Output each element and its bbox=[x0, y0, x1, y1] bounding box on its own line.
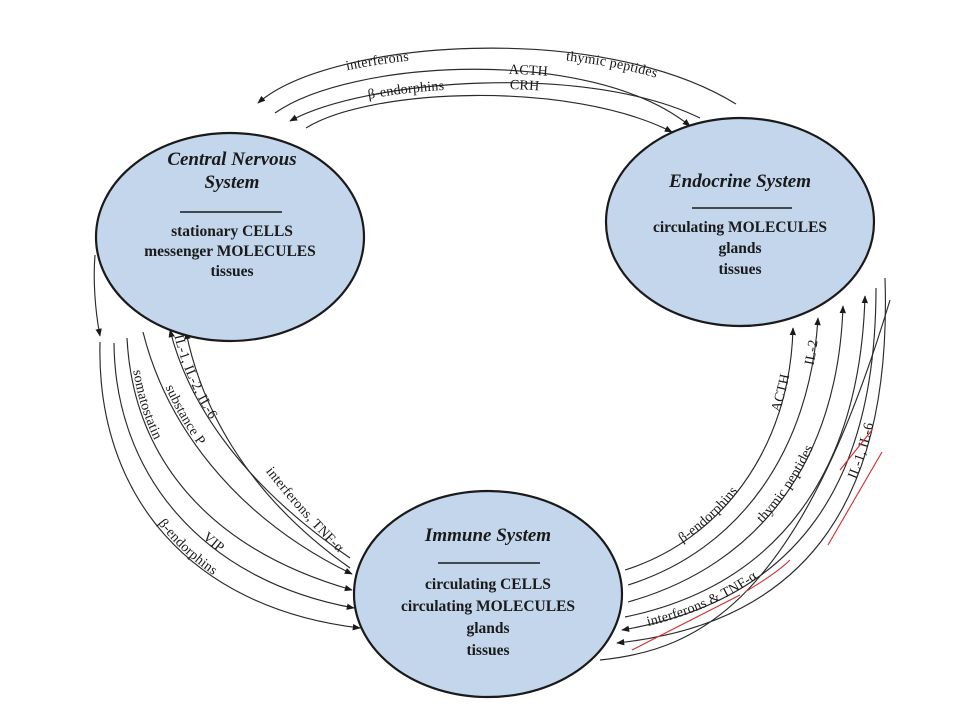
node-endocrine-system: Endocrine System circulating MOLECULES g… bbox=[604, 116, 876, 328]
arrow-to-cns bbox=[184, 331, 351, 569]
signal-label-right: IL-1, IL-6 bbox=[846, 421, 878, 481]
node-line: circulating CELLS bbox=[425, 576, 551, 593]
node-title: Immune System bbox=[424, 525, 551, 546]
red-underline bbox=[631, 594, 741, 651]
node-title: Endocrine System bbox=[668, 171, 811, 192]
arrow-to-immune bbox=[142, 331, 353, 575]
cns-endocrine-signals: interferons thymic peptides ACTH β-endor… bbox=[257, 47, 737, 133]
arrow-to-immune bbox=[616, 277, 887, 646]
node-ellipse bbox=[352, 489, 624, 699]
signal-label-left: interferons, TNF-α bbox=[262, 464, 346, 556]
signal-label-top: ACTH bbox=[509, 63, 549, 80]
signal-label-right: ACTH bbox=[769, 373, 793, 414]
node-line: stationary CELLS bbox=[171, 223, 293, 240]
signal-label-top: interferons bbox=[345, 50, 410, 75]
node-ellipse bbox=[604, 116, 876, 328]
node-title: Central Nervous bbox=[167, 149, 296, 170]
node-line: messenger MOLECULES bbox=[144, 243, 316, 260]
signal-label-right: thymic peptides bbox=[754, 443, 817, 527]
node-central-nervous-system: Central Nervous System stationary CELLS … bbox=[94, 131, 366, 343]
arrow-to-endocrine-acth bbox=[274, 68, 691, 127]
immune-endocrine-signals: ACTH IL-2 β-endorphins thymic peptides i… bbox=[599, 277, 891, 661]
arrow-to-immune bbox=[621, 287, 877, 632]
signal-label-right: β-endorphins bbox=[676, 484, 741, 546]
node-title: System bbox=[205, 172, 260, 193]
arrow-to-cns-outer bbox=[257, 47, 737, 105]
arrow-to-cns bbox=[93, 254, 102, 337]
red-pen-annotations bbox=[631, 429, 883, 651]
signal-label-top: CRH bbox=[510, 78, 540, 95]
red-underline bbox=[744, 559, 791, 593]
arrow-to-cns-inner bbox=[289, 82, 701, 122]
arrow-to-immune bbox=[99, 341, 361, 631]
node-line: circulating MOLECULES bbox=[653, 219, 827, 236]
arrow-to-endocrine bbox=[624, 327, 797, 571]
signal-label-left: VIP bbox=[200, 530, 227, 556]
node-line: tissues bbox=[466, 642, 509, 659]
arrow-to-immune bbox=[113, 342, 355, 610]
signal-label-right: IL-2 bbox=[803, 339, 822, 367]
red-underline bbox=[827, 451, 883, 546]
node-line: tissues bbox=[718, 261, 761, 278]
node-line: tissues bbox=[210, 263, 253, 280]
red-underline bbox=[839, 429, 873, 471]
node-line: glands bbox=[466, 620, 509, 637]
outer-arc bbox=[599, 299, 891, 661]
arrow-to-endocrine bbox=[624, 295, 868, 618]
arrow-to-cns bbox=[168, 329, 351, 559]
arrow-to-endocrine bbox=[627, 317, 821, 586]
arrow-to-endocrine-crh bbox=[305, 94, 673, 133]
node-immune-system: Immune System circulating CELLS circulat… bbox=[352, 489, 624, 699]
arrow-to-endocrine bbox=[627, 305, 846, 603]
node-line: glands bbox=[718, 240, 761, 257]
node-ellipse bbox=[94, 131, 366, 343]
arrow-to-immune bbox=[126, 337, 353, 592]
signal-label-top: thymic peptides bbox=[565, 49, 659, 81]
node-line: circulating MOLECULES bbox=[401, 598, 575, 615]
